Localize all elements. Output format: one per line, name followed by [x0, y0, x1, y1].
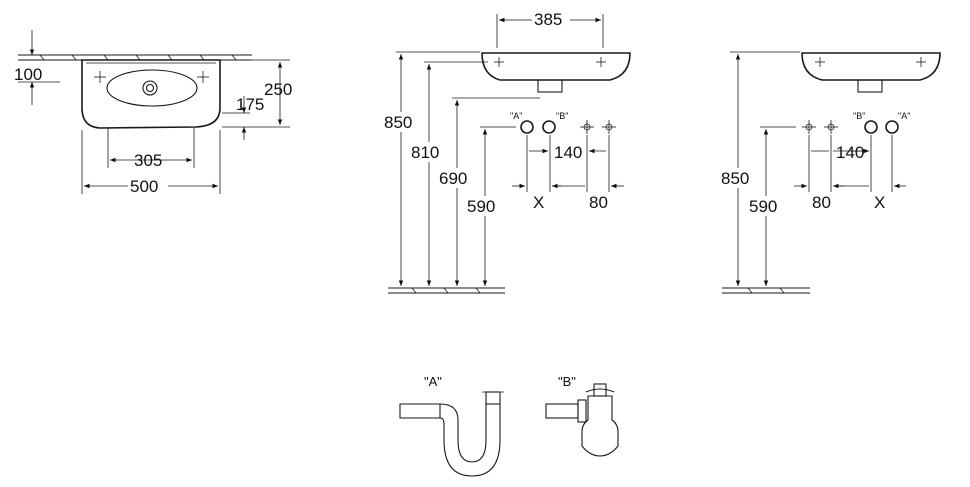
label-a: "A": [898, 111, 910, 121]
dim-x: X: [533, 193, 544, 212]
dim-850: 850: [721, 169, 749, 188]
basin-elevation: [481, 52, 631, 81]
dim-590: 590: [749, 197, 777, 216]
front-view-a: 385 850 810 690 590 "A" "B": [383, 10, 631, 294]
dim-690: 690: [439, 169, 467, 188]
dim-850: 850: [384, 113, 412, 132]
dim-x: X: [874, 193, 885, 212]
floor-hatch: [722, 287, 810, 294]
dim-250: 250: [264, 80, 292, 99]
label-b: "B": [853, 111, 865, 121]
connection-b-icon: [864, 120, 878, 134]
trap-b-label: "B": [558, 374, 576, 389]
fixing-point-icon: [596, 57, 606, 67]
valve-icon: [824, 120, 838, 134]
valve-icon: [802, 120, 816, 134]
dim-590: 590: [467, 197, 495, 216]
dim-140: 140: [836, 143, 864, 162]
bowl: [106, 69, 198, 107]
valve-icon: [602, 120, 616, 134]
connection-a-icon: [885, 120, 899, 134]
connection-a-icon: [520, 120, 534, 134]
fixing-point-icon: [94, 71, 106, 83]
fixing-point-icon: [494, 57, 504, 67]
valve-icon: [580, 120, 594, 134]
fixing-point-icon: [916, 57, 926, 67]
dim-305: 305: [134, 151, 162, 170]
top-view: 100 250 175 305 500: [14, 30, 292, 196]
fixing-point-icon: [815, 57, 825, 67]
trap-a: "A": [399, 374, 504, 477]
dim-80: 80: [589, 193, 608, 212]
floor-hatch: [388, 287, 505, 294]
trap-a-label: "A": [424, 374, 442, 389]
trap-b: "B": [545, 374, 619, 457]
label-a: "A": [510, 111, 522, 121]
label-b: "B": [556, 111, 568, 121]
dim-140: 140: [554, 143, 582, 162]
drain-icon: [142, 80, 158, 96]
basin-elevation: [801, 52, 941, 81]
dim-810: 810: [411, 143, 439, 162]
connection-b-icon: [542, 120, 556, 134]
dim-500: 500: [130, 177, 158, 196]
dim-175: 175: [236, 95, 264, 114]
basin-outline: [81, 59, 221, 129]
dim-385: 385: [534, 10, 562, 29]
dim-80: 80: [812, 193, 831, 212]
dim-100: 100: [14, 65, 42, 84]
front-view-b: 850 590 "B" "A" 140 80 X: [720, 51, 941, 294]
fixing-point-icon: [197, 71, 209, 83]
